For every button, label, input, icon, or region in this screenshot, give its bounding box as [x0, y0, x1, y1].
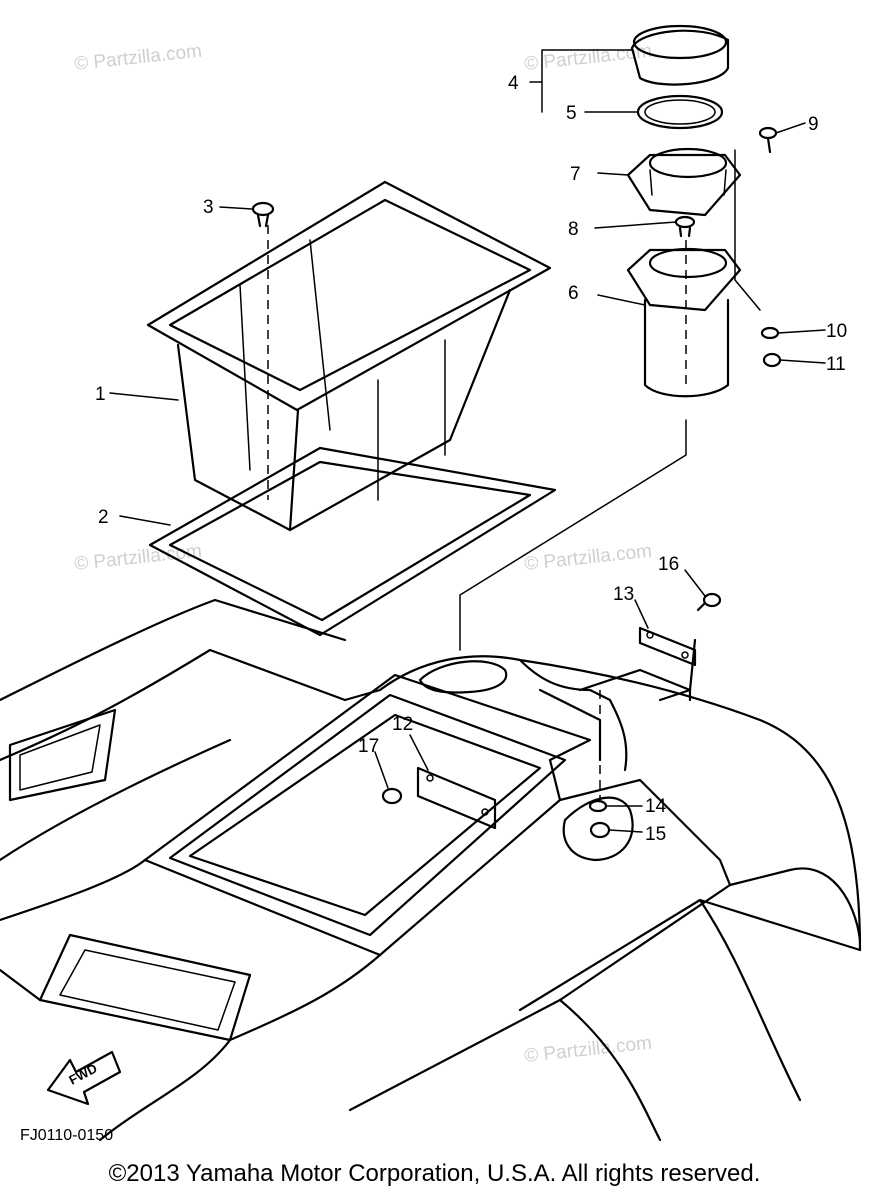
part-7-filler-neck — [626, 147, 742, 217]
callout-2: 2 — [98, 507, 109, 528]
hull-deck — [0, 598, 862, 1142]
part-14-washer — [588, 799, 608, 813]
fwd-arrow-icon: FWD — [46, 1050, 122, 1106]
callout-13: 13 — [613, 584, 634, 605]
part-3-clip — [251, 201, 275, 228]
callout-17: 17 — [358, 736, 379, 757]
watermark: © Partzilla.com — [73, 541, 203, 575]
part-8-clip — [674, 215, 696, 238]
watermark: © Partzilla.com — [73, 41, 203, 75]
part-1-storage-box — [146, 180, 552, 532]
callout-12: 12 — [392, 714, 413, 735]
callout-11: 11 — [826, 354, 846, 375]
callout-1: 1 — [95, 384, 106, 405]
part-17-nut — [381, 787, 403, 805]
part-10-washer — [760, 326, 780, 340]
callout-3: 3 — [203, 197, 214, 218]
callout-leaders — [109, 49, 826, 833]
part-6-container — [459, 240, 742, 651]
callout-5: 5 — [566, 103, 577, 124]
copyright-text: ©2013 Yamaha Motor Corporation, U.S.A. A… — [108, 1160, 761, 1187]
callout-4: 4 — [508, 73, 519, 94]
callout-16: 16 — [658, 554, 679, 575]
part-9-screw — [734, 126, 778, 311]
callout-15: 15 — [645, 824, 666, 845]
part-16-bolt — [696, 592, 722, 612]
callout-8: 8 — [568, 219, 579, 240]
part-4-cap — [630, 24, 730, 86]
callout-6: 6 — [568, 283, 579, 304]
callout-9: 9 — [808, 114, 819, 135]
callout-7: 7 — [570, 164, 581, 185]
part-5-o-ring — [636, 94, 724, 130]
watermark: © Partzilla.com — [523, 1033, 653, 1067]
drawing-code: FJ0110-0150 — [20, 1127, 113, 1144]
part-12-bracket — [416, 766, 497, 830]
callout-10: 10 — [826, 321, 847, 342]
watermark: © Partzilla.com — [523, 541, 653, 575]
part-13-bracket — [638, 626, 697, 702]
part-2-gasket — [148, 446, 557, 637]
callout-14: 14 — [645, 796, 667, 817]
part-11-nut — [762, 352, 782, 368]
part-15-nut — [589, 821, 611, 839]
callout-labels: 1 2 3 4 5 6 7 8 9 10 11 12 13 14 15 16 1… — [95, 73, 847, 845]
